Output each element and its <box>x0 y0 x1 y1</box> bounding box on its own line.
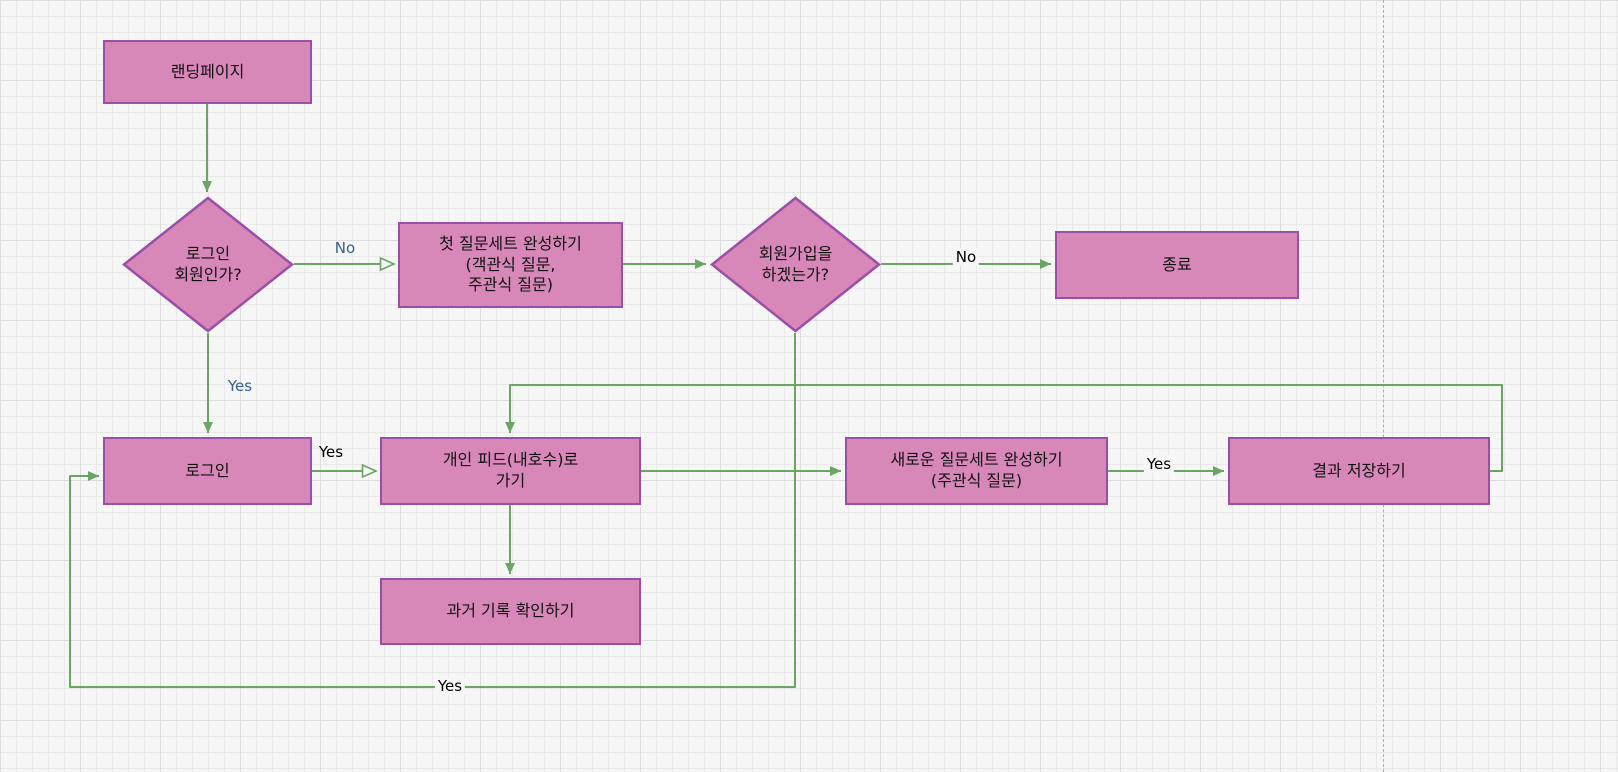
edge-label-yes-feed[interactable]: Yes <box>318 443 344 461</box>
diamond-shape <box>710 196 881 333</box>
node-save-result[interactable]: 결과 저장하기 <box>1228 437 1490 505</box>
node-past-records-label: 과거 기록 확인하기 <box>446 601 575 621</box>
node-signup-decision[interactable]: 회원가입을 하겠는가? <box>710 196 881 333</box>
node-landing-page-label: 랜딩페이지 <box>170 61 245 81</box>
edge-save-loop-to-feed[interactable] <box>505 384 1503 472</box>
node-personal-feed[interactable]: 개인 피드(내호수)로 가기 <box>380 437 641 505</box>
node-personal-feed-label: 개인 피드(내호수)로 가기 <box>442 450 579 490</box>
diamond-shape <box>122 196 294 333</box>
node-save-result-label: 결과 저장하기 <box>1312 460 1406 480</box>
edge-label-yes-login[interactable]: Yes <box>227 377 253 395</box>
edge-label-yes-relogin[interactable]: Yes <box>434 677 466 695</box>
edge-label-no-login[interactable]: No <box>334 239 356 257</box>
node-new-question-set[interactable]: 새로운 질문세트 완성하기 (주관식 질문) <box>845 437 1108 505</box>
node-first-question-set-label: 첫 질문세트 완성하기 (객관식 질문, 주관식 질문) <box>439 233 582 295</box>
node-new-question-set-label: 새로운 질문세트 완성하기 (주관식 질문) <box>890 450 1063 490</box>
node-landing-page[interactable]: 랜딩페이지 <box>103 40 312 104</box>
node-end-label: 종료 <box>1162 254 1192 274</box>
node-first-question-set[interactable]: 첫 질문세트 완성하기 (객관식 질문, 주관식 질문) <box>398 222 623 308</box>
node-login[interactable]: 로그인 <box>103 437 312 505</box>
node-is-member-label: 로그인 회원인가? <box>174 243 242 284</box>
node-end[interactable]: 종료 <box>1055 231 1299 299</box>
node-is-member-decision[interactable]: 로그인 회원인가? <box>122 196 294 333</box>
edge-label-yes-save[interactable]: Yes <box>1143 455 1175 473</box>
node-signup-decision-label: 회원가입을 하겠는가? <box>758 243 833 284</box>
node-login-label: 로그인 <box>185 460 230 480</box>
node-past-records[interactable]: 과거 기록 확인하기 <box>380 578 641 645</box>
edge-label-no-signup[interactable]: No <box>952 248 980 266</box>
edge-signup-yes-loop-to-login[interactable] <box>69 333 796 688</box>
